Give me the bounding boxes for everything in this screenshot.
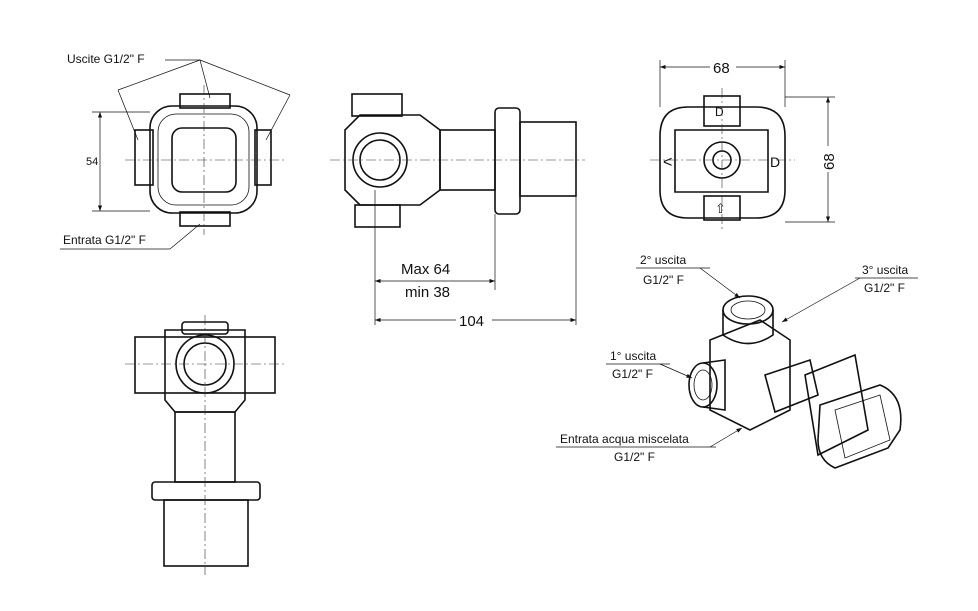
min-dim: min 38 (405, 284, 450, 301)
outlet2-title: 2° uscita (640, 253, 686, 267)
outlet2-thread: G1/2" F (643, 273, 684, 287)
back-view: < D D ⇧ 68 68 (650, 58, 838, 232)
front-view: 54 Uscite G1/2" F Entrata G1/2" F (60, 52, 291, 250)
outlet3-title: 3° uscita (862, 263, 908, 277)
iso-view: 2° uscita G1/2" F 3° uscita G1/2" F 1° u… (556, 253, 918, 469)
svg-text:D: D (770, 154, 780, 170)
svg-text:⇧: ⇧ (715, 201, 726, 216)
outlets-label: Uscite G1/2" F (67, 52, 145, 66)
max-dim: Max 64 (401, 261, 450, 278)
front-height-dim: 54 (86, 156, 98, 168)
inlet-label: Entrata G1/2" F (63, 233, 146, 247)
back-height-dim: 68 (821, 153, 838, 170)
outlet1-thread: G1/2" F (612, 367, 653, 381)
outlet1-title: 1° uscita (610, 349, 656, 363)
svg-text:D: D (715, 105, 724, 119)
outlet3-thread: G1/2" F (864, 281, 905, 295)
top-view (125, 315, 285, 575)
svg-text:<: < (663, 154, 672, 171)
inlet-title: Entrata acqua miscelata (560, 432, 689, 446)
inlet-thread: G1/2" F (614, 450, 655, 464)
total-length-dim: 104 (459, 313, 484, 330)
back-width-dim: 68 (713, 60, 730, 77)
side-view: Max 64 min 38 104 (330, 93, 585, 330)
